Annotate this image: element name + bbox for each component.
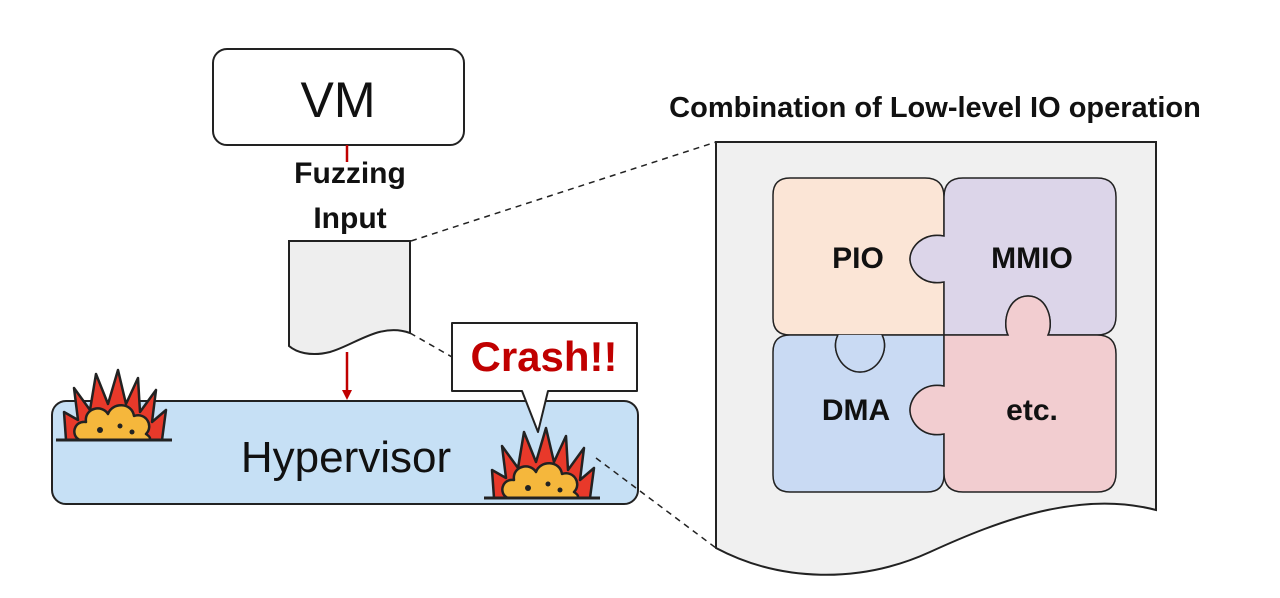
panel-title: Combination of Low-level IO operation: [669, 92, 1201, 124]
crash-callout: [451, 322, 638, 433]
puzzle-piece-etc: [909, 295, 1117, 493]
zoom-line-middle: [409, 332, 453, 358]
puzzle-label-dma: DMA: [822, 394, 890, 427]
fuzzing-input-label-line2: Input: [313, 202, 386, 235]
zoom-line-bottom: [595, 457, 717, 549]
hypervisor-label: Hypervisor: [241, 433, 451, 482]
puzzle-tab-dma: [834, 334, 886, 373]
fuzzing-input-label-line1: Fuzzing: [294, 157, 406, 190]
vm-box: [212, 48, 465, 146]
crash-label: Crash!!: [470, 333, 617, 380]
document-icon: [288, 240, 411, 356]
vm-label: VM: [301, 72, 376, 128]
puzzle-label-mmio: MMIO: [991, 242, 1073, 275]
puzzle-label-etc: etc.: [1006, 394, 1058, 427]
puzzle-label-pio: PIO: [832, 242, 884, 275]
zoom-line-top: [410, 141, 717, 242]
